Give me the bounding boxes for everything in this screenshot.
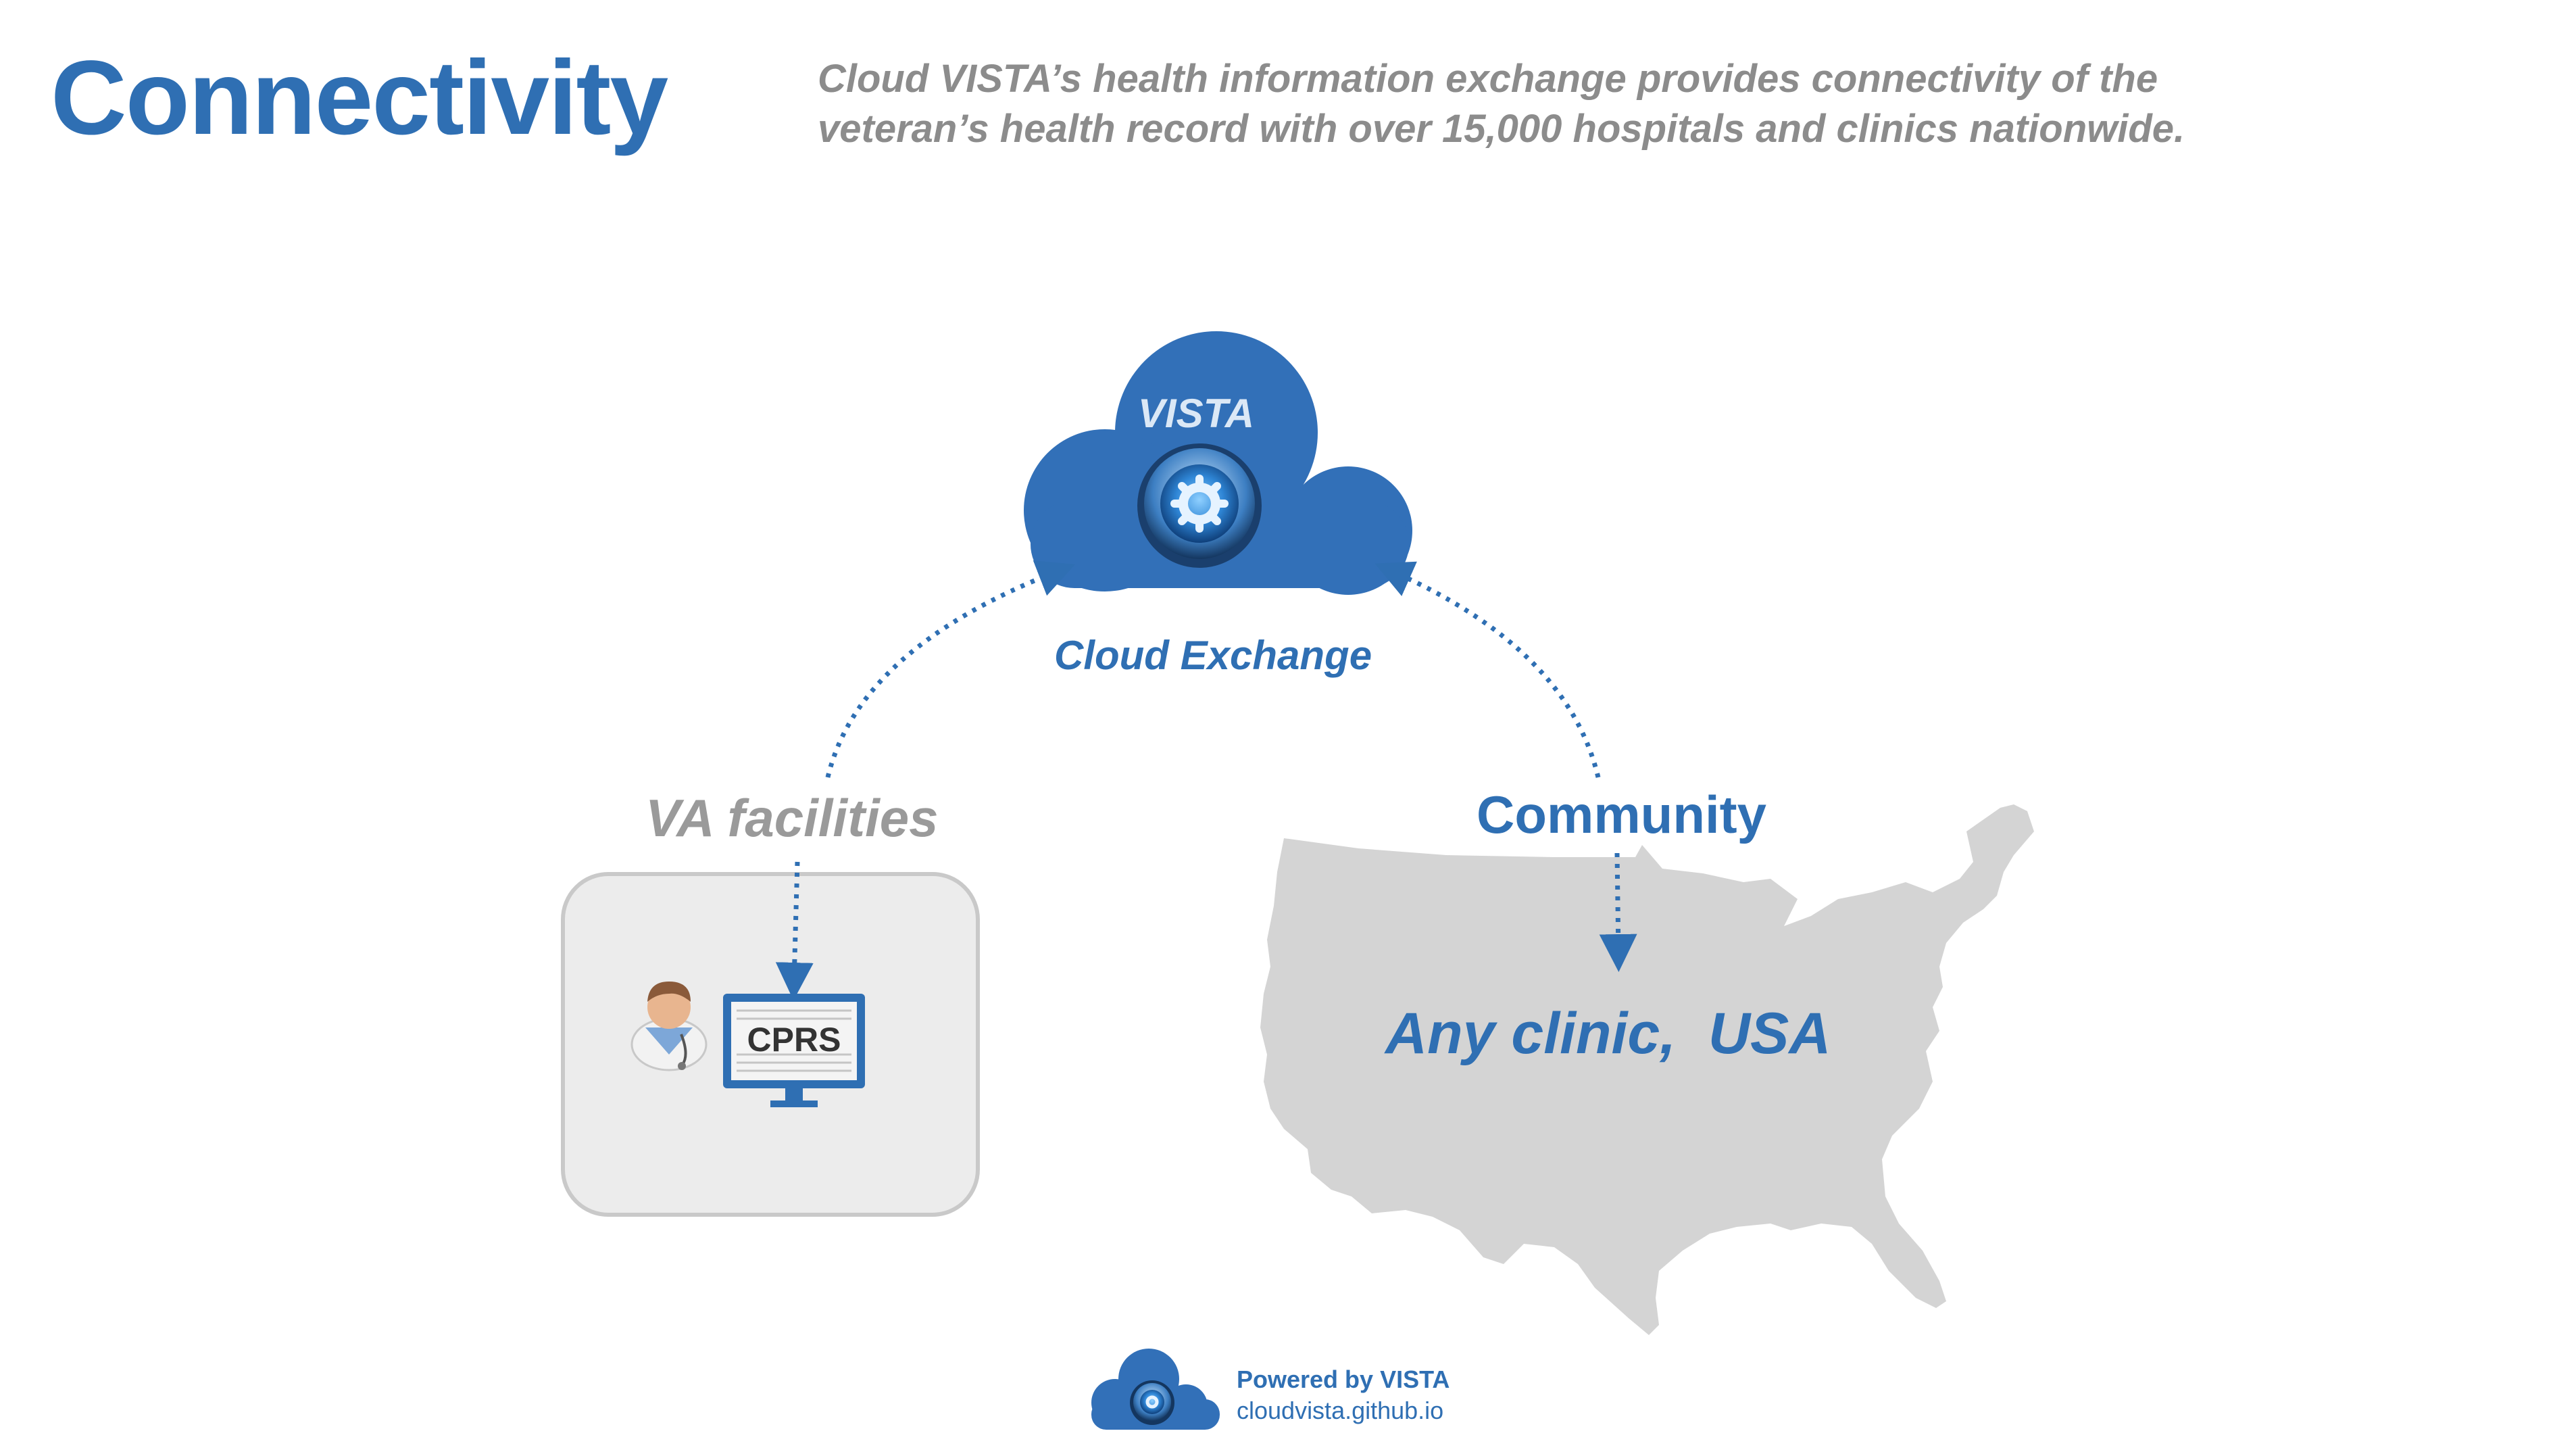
gear-icon <box>1137 443 1262 568</box>
any-clinic-label: Any clinic, USA <box>1385 1001 1831 1066</box>
va-facilities-label: VA facilities <box>645 788 939 848</box>
cprs-label: CPRS <box>747 1021 841 1059</box>
page-subtitle: Cloud VISTA’s health information exchang… <box>818 57 2185 151</box>
cloud-vista-label: VISTA <box>1138 391 1254 436</box>
cloud-exchange-label: Cloud Exchange <box>1054 633 1372 678</box>
doctor-icon <box>630 982 708 1071</box>
community-label: Community <box>1477 785 1766 844</box>
powered-by-label: Powered by VISTA <box>1237 1365 1450 1393</box>
va-label-to-monitor-connector <box>775 861 814 1000</box>
footer-logo-icon <box>1091 1349 1220 1430</box>
community-to-cloud-connector <box>1374 561 1601 778</box>
footer-url-link[interactable]: cloudvista.github.io <box>1237 1397 1444 1424</box>
va-to-cloud-connector <box>825 560 1076 778</box>
page-title: Connectivity <box>51 39 668 157</box>
monitor-icon <box>723 994 865 1107</box>
usa-map-icon <box>1260 804 2034 1335</box>
